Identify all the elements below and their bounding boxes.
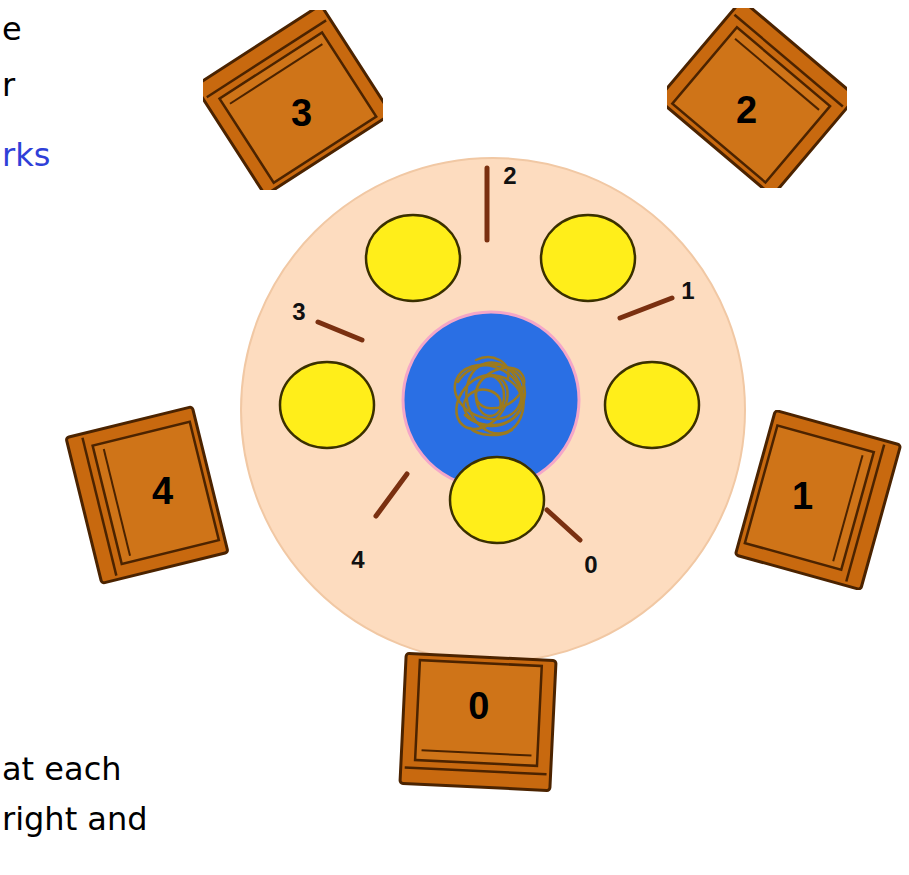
label-holder: 0 — [584, 552, 597, 578]
label-holder: 4 — [351, 547, 364, 573]
label-holder: 1 — [681, 278, 694, 304]
plates — [280, 215, 699, 543]
chair-shape — [728, 410, 908, 590]
fork-number: 0 — [584, 551, 597, 578]
label-holder: r — [2, 68, 15, 103]
fork-number: 1 — [681, 277, 694, 304]
spaghetti — [446, 356, 532, 440]
chair: 4 — [57, 405, 237, 585]
chair-number: 1 — [792, 477, 813, 515]
text-fragment: e — [2, 10, 22, 48]
forks — [318, 168, 672, 540]
text-fragment: r — [2, 66, 15, 104]
text-fragment: at each — [2, 750, 122, 788]
text-fragment: right and — [2, 800, 148, 838]
chair-shape — [57, 405, 237, 585]
chair-number: 2 — [736, 91, 757, 129]
label-holder: rks — [2, 138, 50, 173]
chair: 1 — [728, 410, 908, 590]
label-holder: 2 — [503, 163, 516, 189]
fork-number: 3 — [292, 298, 305, 325]
label-holder: at each — [2, 752, 122, 787]
chair-number: 0 — [468, 687, 489, 725]
chair: 3 — [203, 10, 383, 190]
chair: 2 — [667, 8, 847, 188]
fork-number: 2 — [503, 162, 516, 189]
label-holder: e — [2, 12, 22, 47]
label-holder: 3 — [292, 299, 305, 325]
chair-number: 4 — [152, 472, 173, 510]
text-fragment: rks — [2, 136, 50, 174]
fork-number: 4 — [351, 546, 364, 573]
chair: 0 — [388, 632, 568, 812]
table — [241, 158, 745, 662]
label-holder: right and — [2, 802, 148, 837]
chair-number: 3 — [291, 94, 312, 132]
